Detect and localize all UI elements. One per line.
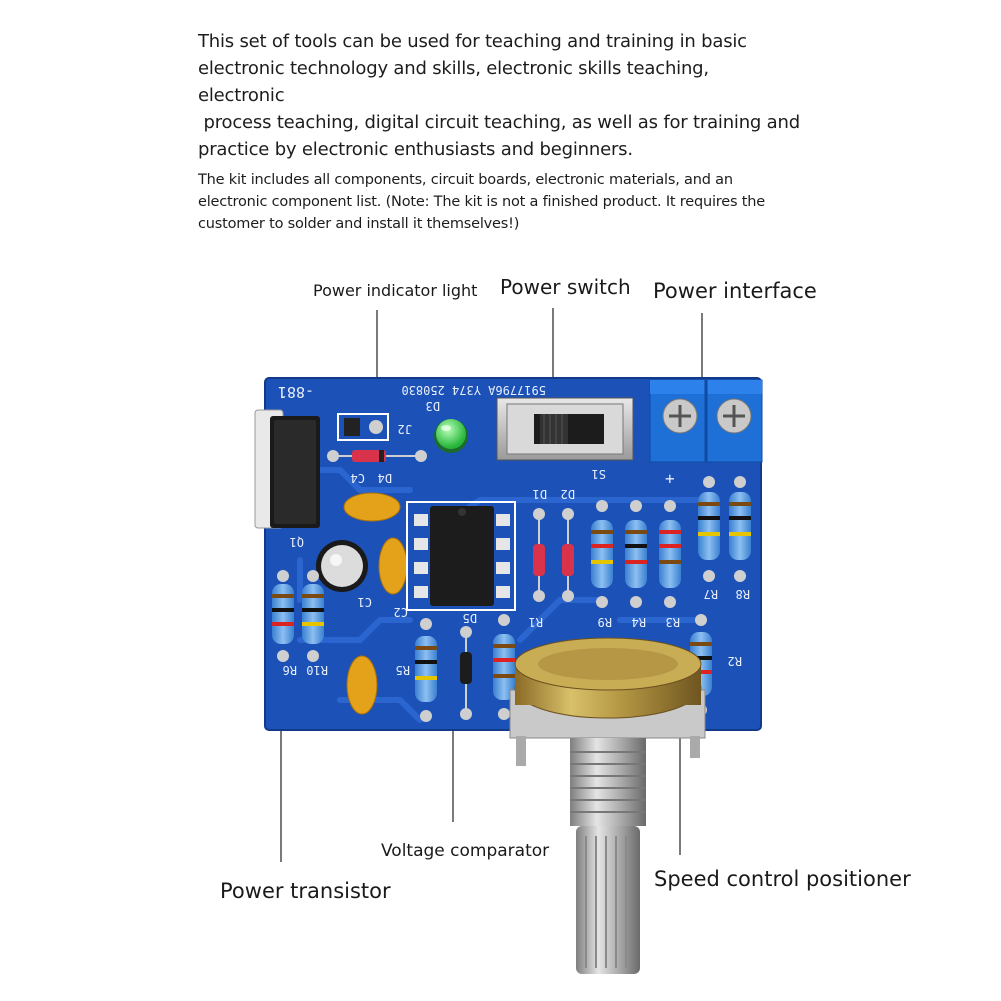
silk-d4: D4: [378, 471, 392, 485]
capacitor-c3: [346, 655, 378, 715]
silk-r9: R9: [598, 615, 612, 629]
resistor-r3: [659, 500, 681, 608]
intro-line: practice by electronic enthusiasts and b…: [198, 139, 633, 160]
silk-r10: R10: [306, 663, 328, 677]
resistor-r7: [698, 476, 720, 582]
power-switch: [496, 397, 634, 461]
silk-r4: R4: [632, 615, 646, 629]
silk-d5: D5: [463, 611, 477, 625]
silk-board-id: -881: [278, 383, 314, 401]
silk-serial: 5917796A Y374 250830: [402, 383, 547, 397]
resistor-r5: [415, 618, 437, 722]
note-line: customer to solder and install it themse…: [198, 216, 520, 232]
voltage-comparator-label: Voltage comparator: [381, 841, 550, 861]
resistor-r10: [302, 570, 324, 662]
power-interface-label: Power interface: [653, 279, 817, 303]
note-line: The kit includes all components, circuit…: [198, 172, 733, 188]
silk-r3: R3: [666, 615, 680, 629]
silk-q1: Q1: [290, 535, 304, 549]
power-indicator-label: Power indicator light: [313, 281, 478, 300]
power-transistor: [254, 409, 320, 529]
silk-r5: R5: [396, 663, 410, 677]
silk-d1: D1: [533, 487, 547, 501]
speed-control-label: Speed control positioner: [654, 867, 911, 891]
capacitor-c2: [378, 537, 408, 595]
resistor-r6: [272, 570, 294, 662]
capacitor-c4: [343, 492, 401, 522]
j2-jumper: [337, 413, 389, 441]
silk-plus: +: [665, 469, 675, 488]
silk-c2: C2: [394, 605, 408, 619]
silk-r8: R8: [736, 587, 750, 601]
silk-r7: R7: [704, 587, 718, 601]
silk-r1: R1: [529, 615, 543, 629]
silk-j2: J2: [398, 422, 412, 436]
silk-c4: C4: [351, 471, 365, 485]
diode-d1: [533, 508, 545, 602]
intro-text: This set of tools can be used for teachi…: [198, 28, 801, 235]
intro-main-paragraph: This set of tools can be used for teachi…: [198, 28, 801, 163]
silk-c1: C1: [358, 595, 372, 609]
diode-d5: [460, 626, 472, 720]
power-transistor-label: Power transistor: [220, 879, 391, 903]
diode-d4: [327, 450, 427, 462]
silk-s1: S1: [592, 467, 606, 481]
resistor-r1: [493, 614, 515, 720]
intro-note-paragraph: The kit includes all components, circuit…: [198, 169, 798, 235]
intro-line: electronic technology and skills, electr…: [198, 58, 709, 106]
intro-line: This set of tools can be used for teachi…: [198, 31, 747, 52]
capacitor-c1: [316, 540, 368, 592]
power-terminal-block: [649, 379, 763, 463]
speed-control-potentiometer: [509, 637, 706, 974]
silkscreen: -881 5917796A Y374 250830 D3 J2 D4 C4 Q1…: [278, 383, 750, 697]
power-switch-label: Power switch: [500, 275, 631, 299]
diode-d2: [562, 508, 574, 602]
silk-r6: R6: [283, 663, 297, 677]
resistor-r8: [729, 476, 751, 582]
voltage-comparator-ic: [406, 501, 516, 611]
power-led: [434, 419, 468, 453]
silk-d2: D2: [561, 487, 575, 501]
intro-line: process teaching, digital circuit teachi…: [198, 112, 801, 133]
resistor-r9: [591, 500, 613, 608]
silk-d3: D3: [426, 399, 440, 413]
silk-r2: R2: [728, 654, 742, 668]
resistor-r4: [625, 500, 647, 608]
note-line: electronic component list. (Note: The ki…: [198, 194, 765, 210]
